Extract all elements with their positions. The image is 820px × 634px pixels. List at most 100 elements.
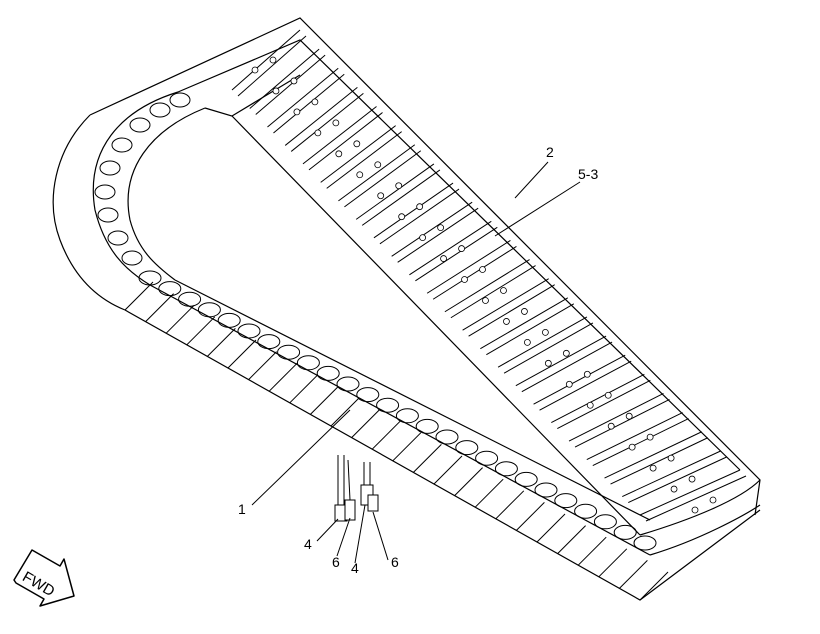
- upper-shoe-edge: [557, 379, 651, 430]
- pin-item-6a: [344, 459, 356, 521]
- pin-item-4a: [334, 455, 348, 522]
- bolt: [625, 412, 633, 420]
- chain-link: [514, 471, 538, 487]
- bolt: [335, 150, 343, 158]
- upper-shoe-edge: [468, 284, 555, 337]
- upper-shoe: [409, 220, 492, 276]
- bolt: [440, 255, 447, 262]
- chain-link: [554, 493, 578, 509]
- lower-shoe: [124, 281, 154, 311]
- pin-item-6b: [367, 494, 379, 512]
- bolt: [416, 203, 424, 211]
- lower-shoe: [289, 374, 319, 404]
- bolt: [646, 433, 654, 441]
- upper-shoe-edge: [379, 188, 460, 245]
- chain-link: [316, 365, 340, 381]
- chain-link: [197, 302, 221, 318]
- idler-link: [99, 160, 121, 176]
- chain-link: [296, 355, 320, 371]
- lower-shoe: [371, 420, 401, 450]
- chain-link: [613, 524, 637, 540]
- lower-shoe: [413, 444, 442, 473]
- lower-shoe: [207, 328, 236, 357]
- chain-link: [376, 397, 400, 413]
- chain-link: [494, 461, 518, 477]
- upper-shoe: [320, 125, 396, 183]
- upper-shoe-edge: [592, 418, 689, 467]
- shoe-bolts: [251, 56, 717, 514]
- upper-shoe-edge: [326, 131, 402, 189]
- chain-link: [356, 387, 380, 403]
- lower-shoe: [392, 432, 422, 462]
- callout-4a: 4: [304, 536, 312, 552]
- upper-shoe: [462, 278, 549, 331]
- idler-link: [169, 92, 191, 108]
- leader-6b: [372, 511, 389, 561]
- upper-shoe-edge: [361, 169, 441, 226]
- bolt: [395, 182, 403, 190]
- chain-link: [178, 291, 202, 307]
- upper-shoe: [373, 182, 454, 239]
- bolt: [251, 66, 259, 74]
- chain-link: [534, 482, 558, 498]
- chain-link: [138, 270, 162, 286]
- master-pin-parts: [334, 455, 379, 522]
- callout-4b: 4: [351, 560, 359, 576]
- bolt: [503, 318, 510, 325]
- lower-track-shoes: [124, 281, 669, 601]
- upper-shoe: [355, 163, 435, 220]
- lower-chain-links: [138, 270, 657, 551]
- upper-shoe-edge: [610, 437, 708, 485]
- lower-shoe: [268, 362, 298, 392]
- upper-shoe: [515, 335, 607, 387]
- chain-link: [336, 376, 360, 392]
- upper-shoe-edge: [574, 399, 670, 448]
- idler-link: [97, 207, 119, 223]
- idler-link: [107, 230, 129, 246]
- bolt: [482, 297, 489, 304]
- lower-shoe: [351, 409, 380, 438]
- upper-shoe-edge: [344, 150, 422, 208]
- upper-shoe-edge: [273, 73, 345, 134]
- leader-2: [514, 161, 549, 199]
- lower-shoe: [516, 502, 545, 531]
- bolt: [377, 192, 385, 200]
- callout-5-3: 5-3: [578, 166, 598, 182]
- upper-shoe-edge: [503, 322, 594, 374]
- front-idler-loop: [52, 91, 206, 311]
- lower-shoe: [330, 397, 360, 427]
- upper-shoe-edge: [521, 341, 613, 393]
- bolt: [461, 276, 468, 283]
- upper-shoe: [586, 412, 683, 461]
- upper-shoe: [391, 201, 473, 257]
- lower-shoe: [310, 386, 339, 415]
- idler-link: [129, 117, 151, 133]
- chain-link: [574, 503, 598, 519]
- bolt: [419, 234, 427, 242]
- bolt: [293, 108, 301, 116]
- bolt: [565, 380, 573, 388]
- lower-shoe: [248, 351, 277, 380]
- bolt: [290, 77, 298, 85]
- callout-1: 1: [238, 501, 246, 517]
- upper-shoe: [426, 240, 511, 294]
- chain-link: [217, 312, 241, 328]
- chain-link: [593, 514, 617, 530]
- leader-4b: [354, 504, 366, 564]
- bolt: [691, 506, 699, 514]
- bolt: [356, 171, 364, 179]
- lower-shoe: [433, 455, 463, 485]
- upper-shoe: [480, 297, 569, 350]
- upper-shoe: [568, 393, 664, 442]
- upper-shoe: [604, 431, 702, 479]
- idler-link: [121, 250, 143, 266]
- forward-arrow-icon: FWD: [13, 549, 75, 607]
- bolt: [521, 308, 528, 315]
- bolt: [437, 224, 445, 232]
- bolt: [269, 56, 277, 64]
- leader-1: [251, 409, 351, 506]
- bolt: [667, 454, 675, 462]
- rear-drive-end: [639, 479, 761, 556]
- lower-shoe: [619, 560, 648, 589]
- bolt: [314, 129, 322, 137]
